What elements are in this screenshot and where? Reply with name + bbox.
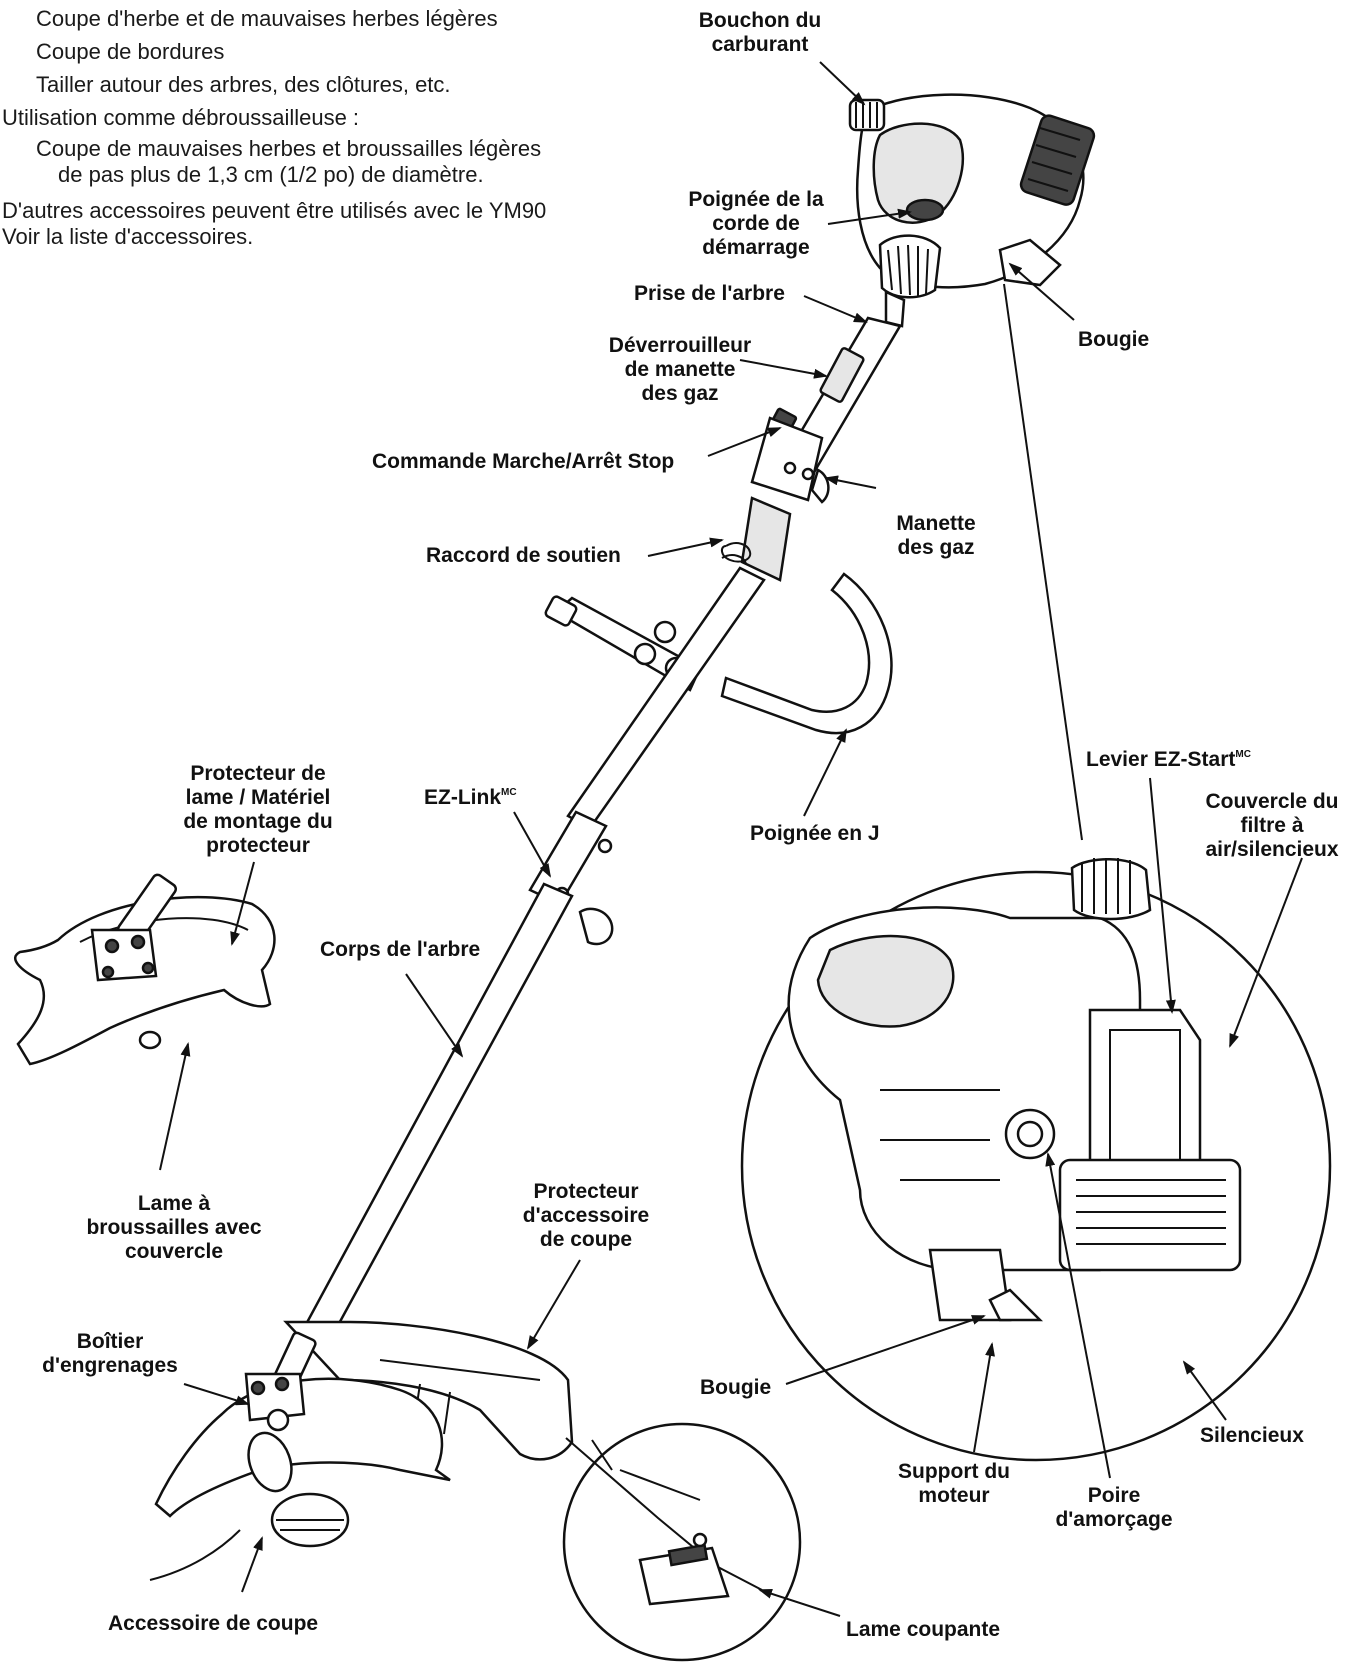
label-starter-handle: Poignée de la (688, 188, 824, 211)
intro-line: Utilisation comme débroussailleuse : (2, 105, 360, 130)
intro-line: Voir la liste d'accessoires. (2, 224, 254, 249)
label-support-coupling: Raccord de soutien (426, 544, 621, 567)
label-on-off-switch: Commande Marche/Arrêt Stop (372, 450, 674, 473)
label-brush-blade: Lame à (138, 1192, 211, 1215)
label-primer-bulb: d'amorçage (1055, 1508, 1172, 1531)
label-engine-mount: Support du (898, 1460, 1010, 1483)
label-fuel-cap: Bouchon du (699, 9, 821, 32)
intro-line: Coupe de mauvaises herbes et broussaille… (36, 136, 542, 161)
label-engine-mount: moteur (918, 1484, 989, 1507)
label-primer-bulb: Poire (1088, 1484, 1141, 1507)
label-gearbox: Boîtier (77, 1330, 144, 1353)
leader-lines (159, 61, 1303, 1617)
cutting-blade-detail (562, 1422, 802, 1662)
label-spark-plug-bottom: Bougie (700, 1376, 771, 1399)
label-throttle: Manette (896, 512, 975, 535)
label-attachment-guard: Protecteur (533, 1180, 638, 1203)
intro-line: Coupe de bordures (36, 39, 225, 64)
label-air-filter-cover: Couvercle du (1205, 790, 1338, 813)
label-cutting-blade: Lame coupante (846, 1618, 1000, 1641)
detail-primer-bulb (1004, 1108, 1056, 1160)
label-brush-blade: couvercle (125, 1240, 223, 1263)
intro-text: Coupe d'herbe et de mauvaises herbes lég… (0, 0, 546, 250)
label-blade-guard: Protecteur de (190, 762, 325, 785)
label-attachment-guard: d'accessoire (523, 1204, 649, 1227)
label-spark-plug-top: Bougie (1078, 328, 1149, 351)
main-shaft (302, 566, 766, 1342)
fuel-cap (848, 98, 886, 132)
label-throttle-lockout: des gaz (641, 382, 718, 405)
label-gearbox: d'engrenages (42, 1354, 178, 1377)
label-shaft-housing: Prise de l'arbre (634, 282, 785, 305)
label-ez-link: EZ-LinkMC (424, 786, 517, 809)
intro-line: Coupe d'herbe et de mauvaises herbes lég… (36, 6, 498, 31)
label-throttle-lockout: Déverrouilleur (609, 334, 751, 357)
label-attachment-guard: de coupe (540, 1228, 632, 1251)
labels: Bouchon du carburant Poignée de la corde… (42, 9, 1339, 1641)
upper-shaft (740, 316, 902, 582)
label-fuel-cap: carburant (712, 33, 809, 56)
label-blade-guard: lame / Matériel (186, 786, 331, 809)
detail-engine-mount (928, 1248, 1044, 1322)
label-throttle-lockout: de manette (625, 358, 736, 381)
detail-fuel-cap (1070, 858, 1152, 921)
label-j-handle: Poignée en J (750, 822, 880, 845)
label-blade-guard: de montage du (183, 810, 332, 833)
engine-detail (740, 283, 1332, 1462)
label-throttle: des gaz (897, 536, 974, 559)
detail-muffler (1058, 1158, 1242, 1272)
label-cutting-attachment: Accessoire de coupe (108, 1612, 318, 1635)
support-coupling (720, 542, 752, 565)
brush-blade-kit (14, 873, 276, 1066)
intro-line: D'autres accessoires peuvent être utilis… (2, 198, 547, 223)
label-brush-blade: broussailles avec (86, 1216, 261, 1239)
label-blade-guard: protecteur (206, 834, 310, 857)
label-air-filter-cover: filtre à (1240, 814, 1303, 837)
cutting-head (149, 1320, 574, 1581)
label-air-filter-cover: air/silencieux (1205, 838, 1338, 861)
label-starter-handle: démarrage (702, 236, 809, 259)
intro-line: de pas plus de 1,3 cm (1/2 po) de diamèt… (58, 162, 484, 187)
engine-top (848, 93, 1096, 328)
label-ez-start-lever: Levier EZ-StartMC (1086, 748, 1251, 771)
label-muffler: Silencieux (1200, 1424, 1304, 1447)
label-starter-handle: corde de (712, 212, 800, 235)
intro-line: Tailler autour des arbres, des clôtures,… (36, 72, 451, 97)
label-shaft-body: Corps de l'arbre (320, 938, 480, 961)
